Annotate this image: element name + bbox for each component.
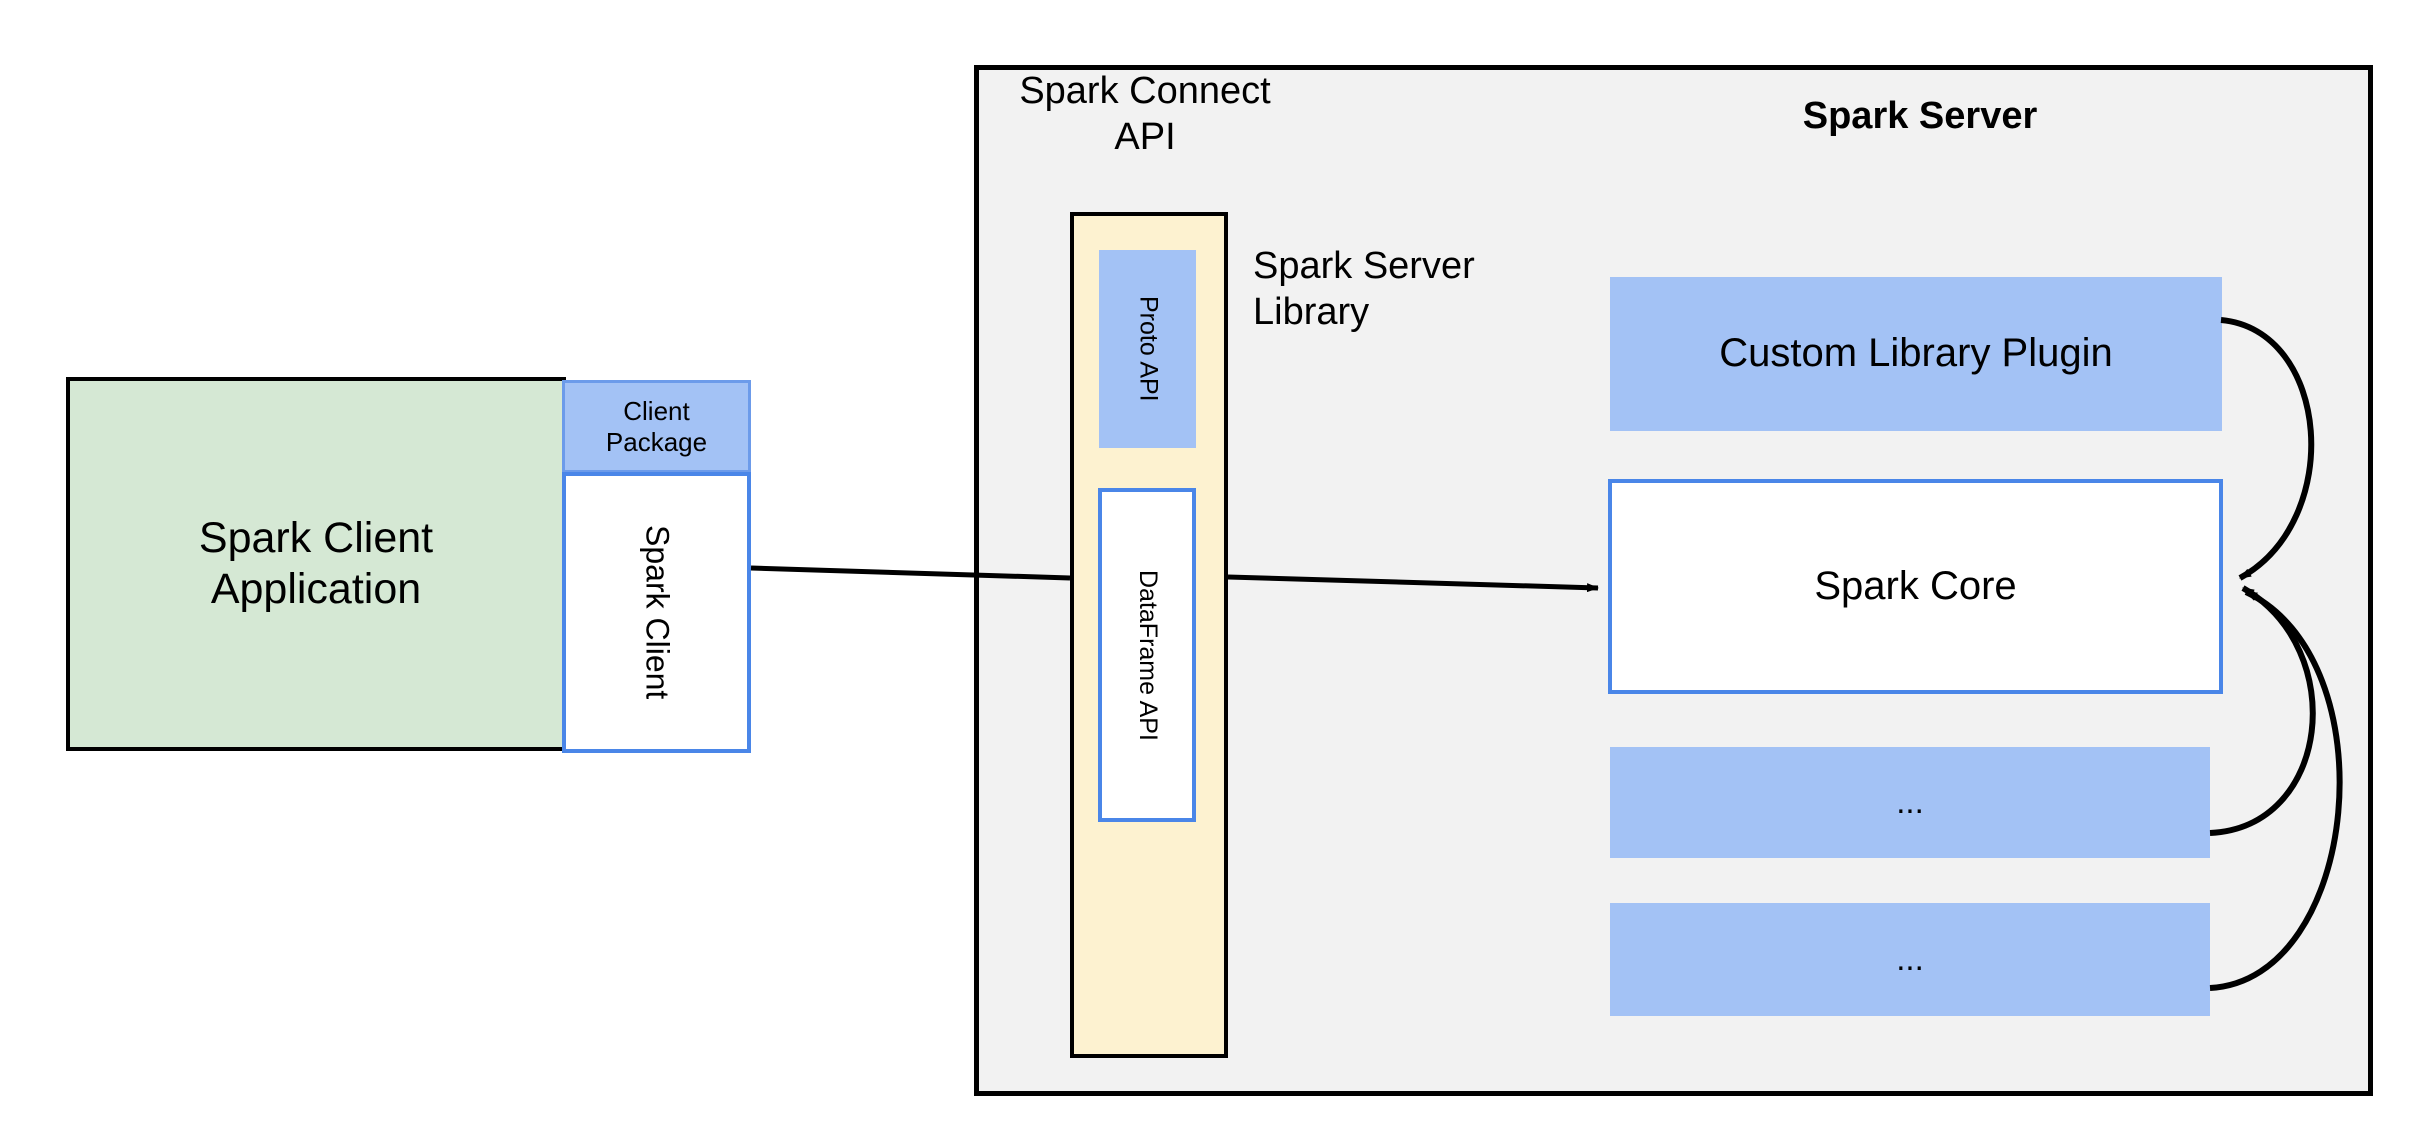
dataframe-api-label: DataFrame API <box>1133 569 1162 741</box>
client-package-label-line1: Client <box>623 395 690 426</box>
custom-library-plugin-label: Custom Library Plugin <box>1719 331 2113 376</box>
spark-connect-api-label: Spark Connect API <box>1000 68 1290 161</box>
spark-core-box[interactable]: Spark Core <box>1608 479 2223 694</box>
spark-client-application-box[interactable]: Spark Client Application <box>66 377 566 751</box>
custom-library-plugin-box[interactable]: Custom Library Plugin <box>1610 277 2222 431</box>
spark-server-title: Spark Server <box>1802 95 2038 137</box>
spark-core-label: Spark Core <box>1814 563 2017 608</box>
spark-connect-api-label-line2: API <box>1114 116 1176 159</box>
spark-client-application-label-line1: Spark Client <box>198 514 434 563</box>
spark-server-library-label-line2: Library <box>1253 291 1370 334</box>
ellipsis-box-1[interactable]: ... <box>1610 747 2210 858</box>
spark-connect-api-label-line1: Spark Connect <box>1019 70 1271 112</box>
spark-server-library-label: Spark Server Library <box>1253 243 1553 336</box>
spark-client-label: Spark Client <box>639 525 676 700</box>
ellipsis-box-2[interactable]: ... <box>1610 903 2210 1016</box>
spark-server-library-label-line1: Spark Server <box>1253 245 1475 287</box>
client-package-box[interactable]: Client Package <box>562 380 751 473</box>
proto-api-box[interactable]: Proto API <box>1099 250 1196 448</box>
ellipsis-box-2-label: ... <box>1896 940 1924 978</box>
proto-api-label: Proto API <box>1134 296 1163 402</box>
client-package-label-line2: Package <box>605 426 708 457</box>
spark-client-box[interactable]: Spark Client <box>562 472 751 753</box>
dataframe-api-box[interactable]: DataFrame API <box>1098 488 1196 822</box>
ellipsis-box-1-label: ... <box>1896 783 1924 821</box>
spark-client-application-label-line2: Application <box>210 565 422 613</box>
